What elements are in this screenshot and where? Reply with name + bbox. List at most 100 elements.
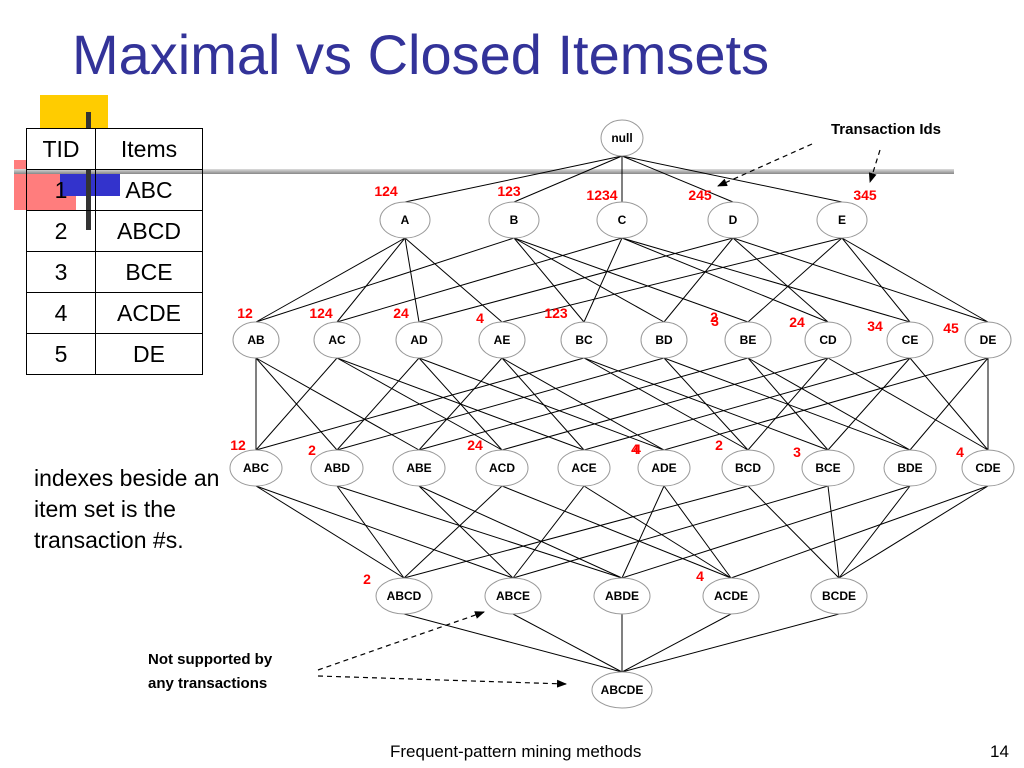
lattice-edge-c-ac [336,237,623,323]
itemset-node-shape [640,321,688,359]
lattice-edge-a-ae [404,237,503,323]
lattice-edge-acd-abcd [403,485,503,579]
lattice-edge-bce-abce [512,485,829,579]
tid-label-a: 124 [374,183,398,199]
itemset-node-label: ACD [489,461,515,475]
itemset-node-ce: CE [886,321,934,359]
itemset-node-shape [707,201,759,239]
itemset-node-label: ABCE [496,589,530,603]
itemset-node-shape [596,201,648,239]
itemset-node-de: DE [964,321,1012,359]
lattice-edge-b-ab [255,237,515,323]
tid-label-ade: 4 [633,441,641,457]
table-header-row: TID Items [26,128,203,170]
itemset-node-label: BE [740,333,757,347]
lattice-edge-a-ac [336,237,406,323]
itemset-node-label: CDE [975,461,1000,475]
table-cell-items: ABC [95,169,203,211]
tid-label-b: 123 [497,183,521,199]
lattice-edge-ace-abce [512,485,585,579]
itemset-node-label: AE [494,333,511,347]
lattice-edge-abd-abde [336,485,623,579]
itemset-node-abce: ABCE [484,577,542,615]
tid-label-e: 345 [853,187,877,203]
itemset-node-abd: ABD [310,449,364,487]
tid-explanation-note: indexes beside an item set is the transa… [34,465,220,553]
itemset-node-cd: CD [804,321,852,359]
table-row: 5 DE [26,333,203,375]
lattice-edge-null-e [621,155,843,203]
tid-label-be: 3 [711,313,719,329]
lattice-edge-bcde-abcde [621,613,840,673]
lattice-edge-d-ad [418,237,734,323]
column-header-items: Items [95,128,203,170]
itemset-node-ac: AC [313,321,361,359]
tid-label-bc: 123 [544,305,568,321]
lattice-edge-ad-abd [336,357,420,451]
table-cell-items: ABCD [95,210,203,252]
itemset-node-shape [392,449,446,487]
tid-label-cde: 4 [956,444,964,460]
lattice-edge-cde-bcde [838,485,989,579]
not-supported-arrow-abcde [317,675,567,688]
lattice-edge-abe-abce [418,485,514,579]
itemset-node-shape [886,321,934,359]
itemset-node-shape [637,449,691,487]
lattice-edge-c-bc [583,237,623,323]
itemset-node-shape [379,201,431,239]
itemset-node-bd: BD [640,321,688,359]
tid-label-bcd: 2 [715,437,723,453]
lattice-edge-ad-ade [418,357,665,451]
itemset-node-shape [801,449,855,487]
tid-label-ae: 4 [476,310,484,326]
itemset-node-label: CE [902,333,919,347]
itemset-node-label: AD [410,333,428,347]
lattice-edge-ade-abde [621,485,665,579]
lattice-edge-d-cd [732,237,829,323]
lattice-edge-bde-bcde [838,485,911,579]
lattice-edge-bde-abde [621,485,911,579]
lattice-edge-a-ad [404,237,420,323]
transaction-table: TID Items 1 ABC 2 ABCD 3 BCE 4 ACDE 5 DE [26,128,203,375]
itemset-node-shape [810,577,868,615]
lattice-edge-ab-abe [255,357,420,451]
lattice-edge-cd-bcd [747,357,829,451]
itemset-node-shape [560,321,608,359]
itemset-node-bcde: BCDE [810,577,868,615]
tid-label-ab: 12 [237,305,253,321]
itemset-node-shape [232,321,280,359]
lattice-edge-d-bd [663,237,734,323]
itemset-node-cde: CDE [961,449,1015,487]
itemset-node-label: CD [819,333,837,347]
itemset-node-null: null [600,119,644,157]
itemset-node-ade: ADE [637,449,691,487]
itemset-node-shape [593,577,651,615]
table-row: 4 ACDE [26,292,203,334]
tid-label-de: 45 [943,320,959,336]
lattice-edge-be-abe [418,357,749,451]
table-cell-items: DE [95,333,203,375]
itemset-node-label: ABDE [605,589,639,603]
itemset-node-shape [229,449,283,487]
table-cell-tid: 1 [26,169,96,211]
itemset-node-abcd: ABCD [375,577,433,615]
tid-label-d: 245 [688,187,712,203]
itemset-node-shape [375,577,433,615]
lattice-edge-e-de [841,237,989,323]
itemset-node-b: B [488,201,540,239]
itemset-node-label: ACE [571,461,596,475]
lattice-edge-abc-abce [255,485,514,579]
itemset-node-acde: ACDE [702,577,760,615]
lattice-edge-abe-abde [418,485,623,579]
lattice-edge-b-bd [513,237,665,323]
itemset-node-label: BDE [897,461,922,475]
lattice-edge-ace-acde [583,485,732,579]
itemset-node-acd: ACD [475,449,529,487]
itemset-node-be: BE [724,321,772,359]
lattice-edge-ae-ace [501,357,585,451]
itemset-node-label: null [611,131,632,145]
table-row: 1 ABC [26,169,203,211]
